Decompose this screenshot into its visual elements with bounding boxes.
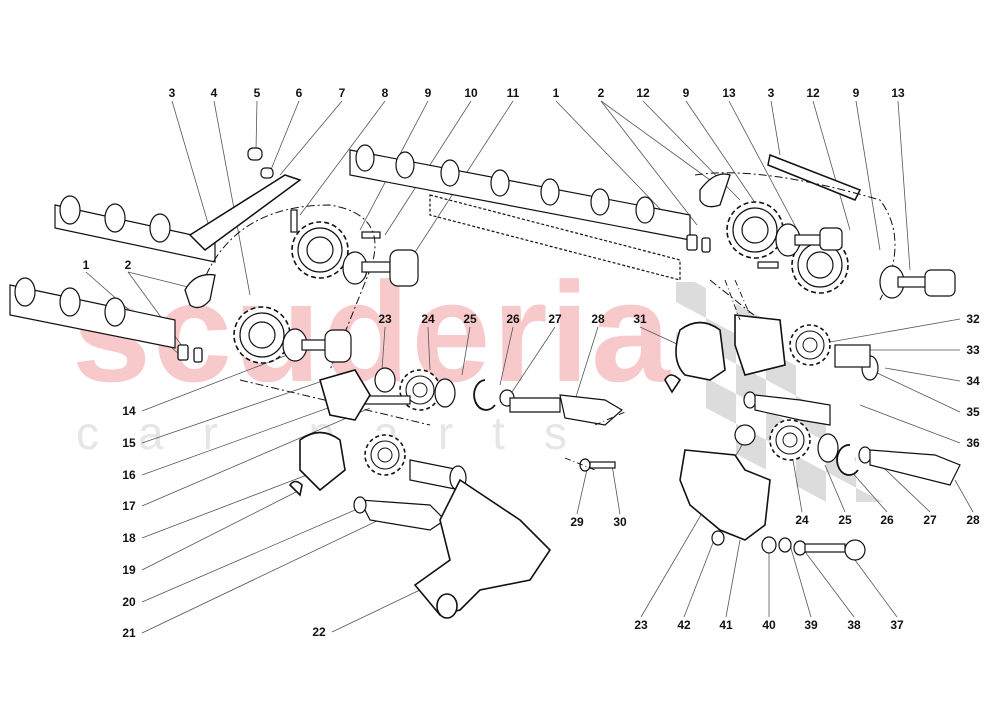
callout-26[interactable]: 26 xyxy=(506,312,520,326)
callout-2[interactable]: 2 xyxy=(597,86,605,100)
callout-6[interactable]: 6 xyxy=(295,86,303,100)
callout-27[interactable]: 27 xyxy=(923,513,937,527)
tensioner-brackets xyxy=(288,314,786,619)
callout-28[interactable]: 28 xyxy=(591,312,605,326)
chain-guides xyxy=(188,153,862,251)
callout-25[interactable]: 25 xyxy=(463,312,477,326)
callout-36[interactable]: 36 xyxy=(966,436,980,450)
callout-23[interactable]: 23 xyxy=(378,312,392,326)
callout-21[interactable]: 21 xyxy=(122,626,136,640)
callout-9[interactable]: 9 xyxy=(682,86,690,100)
callout-9[interactable]: 9 xyxy=(852,86,860,100)
callout-15[interactable]: 15 xyxy=(122,436,136,450)
callout-5[interactable]: 5 xyxy=(253,86,261,100)
callout-16[interactable]: 16 xyxy=(122,468,136,482)
callout-37[interactable]: 37 xyxy=(890,618,904,632)
callout-23[interactable]: 23 xyxy=(634,618,648,632)
callout-3[interactable]: 3 xyxy=(168,86,176,100)
callout-9[interactable]: 9 xyxy=(424,86,432,100)
callout-19[interactable]: 19 xyxy=(122,563,136,577)
callout-24[interactable]: 24 xyxy=(795,513,809,527)
callout-33[interactable]: 33 xyxy=(966,343,980,357)
callout-34[interactable]: 34 xyxy=(966,374,980,388)
callout-12[interactable]: 12 xyxy=(806,86,820,100)
callout-18[interactable]: 18 xyxy=(122,531,136,545)
bolts-washers xyxy=(282,223,961,561)
callout-42[interactable]: 42 xyxy=(677,618,691,632)
callout-13[interactable]: 13 xyxy=(722,86,736,100)
callout-24[interactable]: 24 xyxy=(421,312,435,326)
callout-8[interactable]: 8 xyxy=(381,86,389,100)
callout-38[interactable]: 38 xyxy=(847,618,861,632)
callout-3[interactable]: 3 xyxy=(767,86,775,100)
right-lower-camshaft xyxy=(429,194,681,281)
callout-17[interactable]: 17 xyxy=(122,499,136,513)
camshafts xyxy=(9,144,691,349)
callout-20[interactable]: 20 xyxy=(122,595,136,609)
callout-39[interactable]: 39 xyxy=(804,618,818,632)
callout-25[interactable]: 25 xyxy=(838,513,852,527)
callout-11[interactable]: 11 xyxy=(506,86,520,100)
callout-10[interactable]: 10 xyxy=(464,86,478,100)
callout-1[interactable]: 1 xyxy=(552,86,560,100)
callout-4[interactable]: 4 xyxy=(210,86,218,100)
callout-1[interactable]: 1 xyxy=(82,258,90,272)
callout-7[interactable]: 7 xyxy=(338,86,346,100)
callout-2[interactable]: 2 xyxy=(124,258,132,272)
callout-12[interactable]: 12 xyxy=(636,86,650,100)
callout-41[interactable]: 41 xyxy=(719,618,733,632)
callout-32[interactable]: 32 xyxy=(966,312,980,326)
callout-13[interactable]: 13 xyxy=(891,86,905,100)
callout-22[interactable]: 22 xyxy=(312,625,326,639)
callout-26[interactable]: 26 xyxy=(880,513,894,527)
callout-31[interactable]: 31 xyxy=(633,312,647,326)
callout-28[interactable]: 28 xyxy=(966,513,980,527)
callout-14[interactable]: 14 xyxy=(122,404,136,418)
callout-29[interactable]: 29 xyxy=(570,515,584,529)
callout-35[interactable]: 35 xyxy=(966,405,980,419)
callout-40[interactable]: 40 xyxy=(762,618,776,632)
callout-30[interactable]: 30 xyxy=(613,515,627,529)
callout-27[interactable]: 27 xyxy=(548,312,562,326)
